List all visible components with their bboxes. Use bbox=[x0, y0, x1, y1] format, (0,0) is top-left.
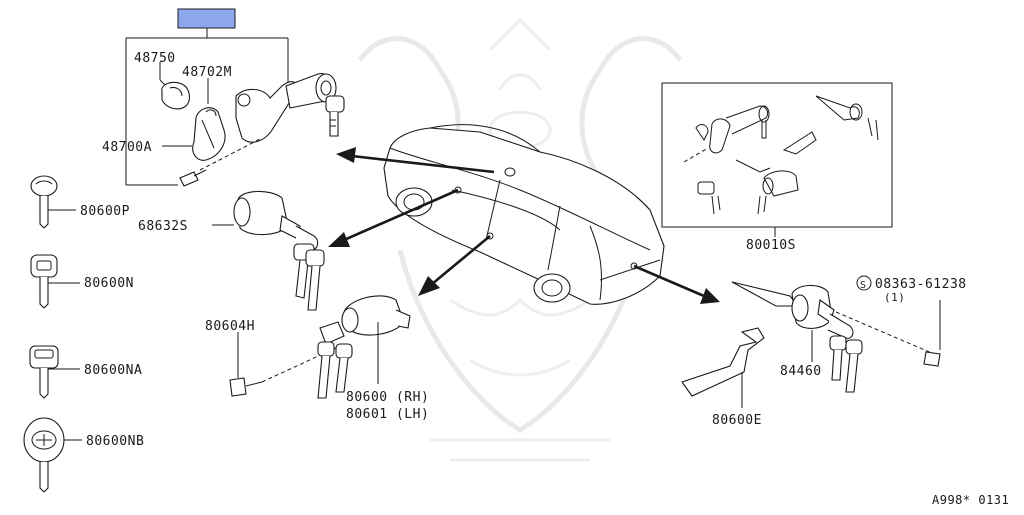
direction-arrows bbox=[328, 147, 720, 304]
highlight-box[interactable] bbox=[177, 8, 236, 29]
label-48700a: 48700A bbox=[102, 140, 152, 155]
sedan-car-icon bbox=[383, 124, 665, 305]
ignition-leader-lines bbox=[125, 28, 289, 186]
label-84460: 84460 bbox=[780, 364, 822, 379]
s-symbol-circle bbox=[856, 275, 872, 291]
lock-rod-80600e bbox=[681, 327, 765, 408]
label-08363-61238: 08363-61238 bbox=[875, 277, 967, 292]
label-80600na: 80600NA bbox=[84, 363, 142, 378]
label-80604h: 80604H bbox=[205, 319, 255, 334]
label-48750: 48750 bbox=[134, 51, 176, 66]
lock-cylinder-68632s bbox=[212, 190, 325, 311]
label-48702m: 48702M bbox=[182, 65, 232, 80]
key-80600n-icon bbox=[30, 254, 80, 309]
s-symbol-letter: S bbox=[860, 280, 867, 291]
diagram-code: A998* 0131 bbox=[932, 493, 1009, 507]
label-80600e: 80600E bbox=[712, 413, 762, 428]
trunk-lock-84460 bbox=[731, 281, 941, 393]
ignition-lock-assembly bbox=[161, 73, 345, 187]
kit-80010s-box bbox=[661, 82, 893, 237]
label-80601-lh: 80601 (LH) bbox=[346, 407, 429, 422]
label-80600nb: 80600NB bbox=[86, 434, 144, 449]
door-lock-cylinder-80600 bbox=[317, 295, 411, 399]
label-80600-rh: 80600 (RH) bbox=[346, 390, 429, 405]
key-80600na-icon bbox=[29, 345, 80, 399]
key-80600p-icon bbox=[30, 175, 76, 229]
key-80600nb-icon bbox=[23, 417, 82, 493]
label-08363-qty: (1) bbox=[884, 291, 905, 304]
label-68632s: 68632S bbox=[138, 219, 188, 234]
label-80600n: 80600N bbox=[84, 276, 134, 291]
label-80600p: 80600P bbox=[80, 204, 130, 219]
label-80010s: 80010S bbox=[746, 238, 796, 253]
